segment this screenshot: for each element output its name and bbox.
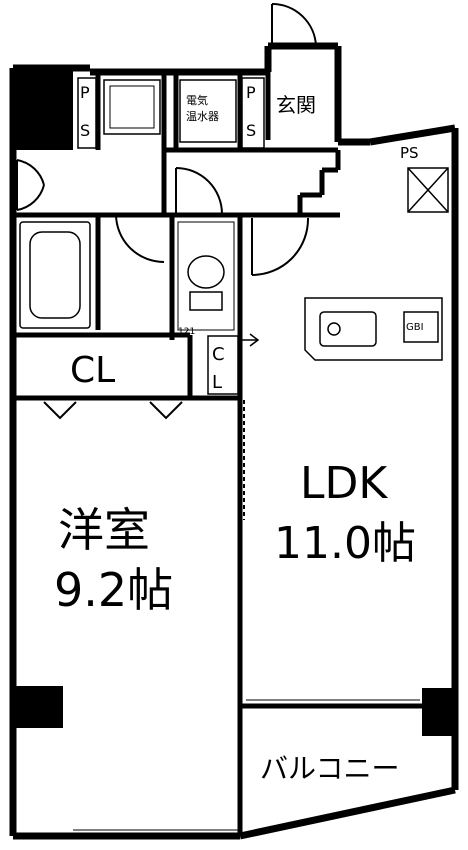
ps-label-s1: S <box>80 121 90 140</box>
pillar-bottom-right <box>422 688 455 736</box>
closet-small-l: L <box>212 372 222 393</box>
washing-machine <box>103 79 161 135</box>
ldk-name: LDK <box>300 458 388 509</box>
entrance-label: 玄関 <box>276 93 316 117</box>
closet-main-label: CL <box>70 350 115 391</box>
bathtub <box>19 221 91 329</box>
ps-label-s2: S <box>246 121 256 140</box>
closet-small-c: C <box>212 344 225 365</box>
outer-walls <box>9 42 459 840</box>
western-room-name: 洋室 <box>58 503 150 557</box>
doors <box>16 2 317 420</box>
meter-label-2: 温水器 <box>186 110 219 123</box>
toilet-tag: 121 <box>178 327 195 337</box>
western-room-size: 9.2帖 <box>54 563 173 617</box>
meter-label-1: 電気 <box>186 93 208 107</box>
range-tag: GBI <box>406 322 424 333</box>
ps-label-p2: P <box>246 83 256 102</box>
ps-right-label: PS <box>400 144 419 162</box>
kitchen-counter <box>304 297 443 361</box>
ldk-size: 11.0帖 <box>274 518 416 569</box>
pillar-top-left <box>13 68 73 150</box>
ps-box <box>77 77 97 149</box>
interior-walls <box>13 72 422 836</box>
meter-box <box>179 79 237 143</box>
room-labels: P S P S 電気 温水器 玄関 PS CL C L 121 GBI LDK … <box>54 83 424 785</box>
ps-label-p1: P <box>80 83 90 102</box>
toilet <box>177 221 235 331</box>
pillar-bottom-left <box>13 686 63 728</box>
ps-box-2 <box>241 77 265 149</box>
balcony-label: バルコニー <box>260 752 399 785</box>
ps-shaft <box>407 167 449 213</box>
